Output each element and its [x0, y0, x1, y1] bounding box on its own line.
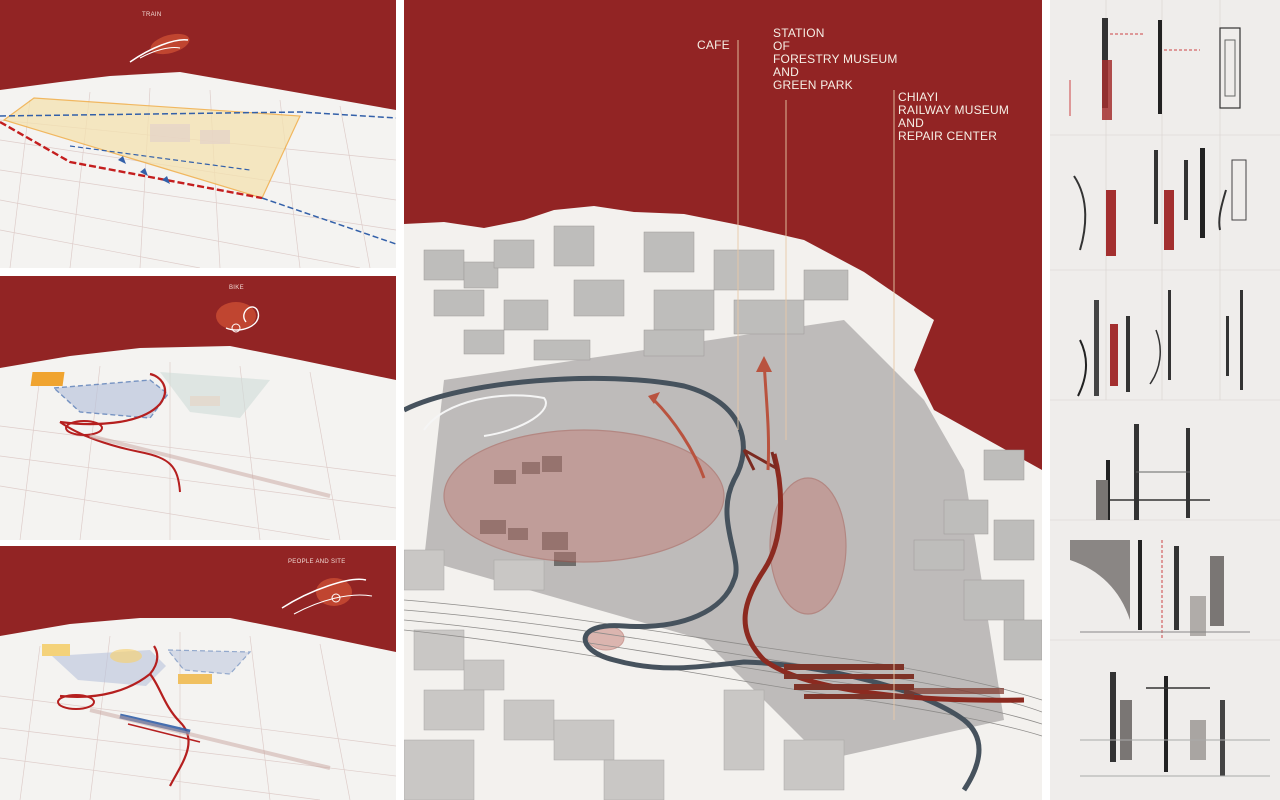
site-blue-area: [52, 379, 169, 419]
bike-route: [59, 372, 167, 426]
loop-ramp: [57, 694, 95, 710]
station-building: [178, 674, 212, 684]
site-highlight-area: [2, 97, 301, 199]
panel-title: PEOPLE AND SITE: [288, 559, 346, 565]
station-platforms: [784, 664, 1004, 699]
building-blocks-north: [423, 225, 849, 361]
sketch-row-5: [1070, 540, 1250, 640]
bike-diagram: [0, 276, 396, 540]
sketch-grid: [1050, 0, 1280, 800]
label-cafe: CAFE: [697, 38, 730, 52]
label-railway-museum: CHIAYI RAILWAY MUSEUM AND REPAIR CENTER: [898, 90, 1010, 143]
white-loop: [423, 394, 547, 437]
sketch-row-1: [1069, 18, 1241, 120]
flow-arrows: [118, 156, 170, 184]
forestry-buildings: [480, 456, 576, 566]
sketch-row-2: [1073, 148, 1247, 256]
people-site-icon: [281, 578, 373, 615]
building-blocks-south: [404, 549, 845, 800]
label-forestry-station: STATION OF FORESTRY MUSEUM AND GREEN PAR…: [773, 26, 898, 92]
blue-boundary-top: [0, 111, 396, 119]
people-route: [59, 645, 159, 698]
train-analysis-panel: TRAIN: [0, 0, 396, 268]
site-plan-illustration: [404, 0, 1042, 800]
leader-lines: [737, 40, 895, 720]
green-park-area: [160, 372, 270, 418]
orange-building: [42, 644, 70, 656]
main-site-plan: CAFE STATION OF FORESTRY MUSEUM AND GREE…: [404, 0, 1042, 800]
sketch-row-3: [1077, 290, 1243, 397]
forestry-area-highlight: [443, 429, 725, 563]
blue-boundary-right: [261, 197, 396, 245]
orange-building: [30, 372, 65, 386]
train-route-icon: [129, 33, 190, 63]
sketch-row-6: [1080, 672, 1270, 777]
red-boundary: [0, 120, 263, 200]
museum-area-highlight: [769, 477, 847, 615]
people-site-diagram: [0, 546, 396, 800]
sketch-studies-panel: [1050, 0, 1280, 800]
green-park-ground: [424, 320, 1004, 760]
people-analysis-panel: PEOPLE AND SITE: [0, 546, 396, 800]
panel-title: TRAIN: [142, 12, 162, 18]
bike-analysis-panel: BIKE: [0, 276, 396, 540]
panel-title: BIKE: [229, 285, 244, 291]
arrow-cafe: [652, 398, 706, 479]
loop-ramp: [65, 420, 103, 436]
train-diagram: [0, 0, 396, 268]
bike-route-icon: [216, 302, 260, 333]
building-blocks-east: [913, 449, 1042, 661]
sketch-row-4: [1096, 424, 1210, 520]
arrow-station: [762, 359, 771, 471]
